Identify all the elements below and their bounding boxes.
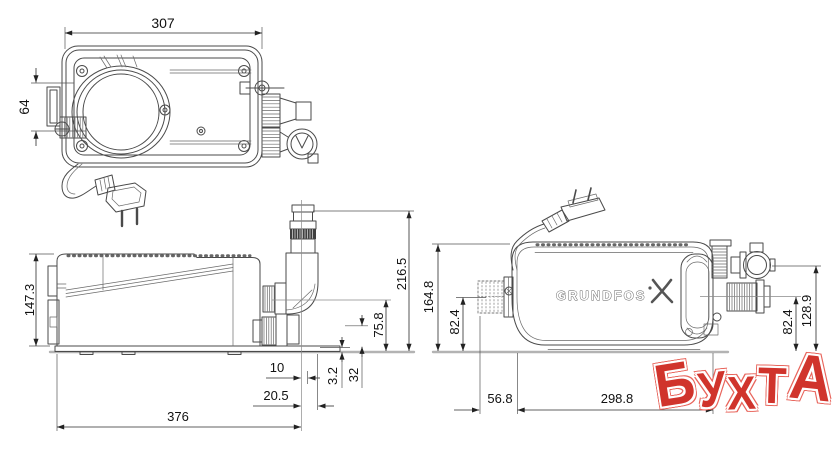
- dim-82-4-right: 82.4: [780, 309, 795, 334]
- watermark-letter: Т: [756, 356, 788, 415]
- side-view-dimensions: 147.3 216.5 75.8 3.2 32 10 20.5 376: [22, 200, 414, 431]
- discharge-connector: [261, 93, 319, 164]
- dim-164-8: 164.8: [421, 281, 436, 314]
- dim-147-3: 147.3: [22, 284, 37, 317]
- grundfos-x-mark: [650, 278, 674, 304]
- dim-376: 376: [167, 409, 189, 424]
- watermark-letter: А: [786, 339, 837, 416]
- dim-216-5: 216.5: [394, 258, 409, 291]
- watermark-letter: У: [695, 361, 729, 419]
- power-plug-front: [510, 187, 606, 271]
- dim-64: 64: [16, 99, 32, 115]
- logo-dot: [648, 286, 652, 290]
- dim-10: 10: [270, 360, 284, 375]
- grundfos-logo: GRUNDFOS: [556, 288, 646, 303]
- inlet-stub-dashed: [477, 276, 514, 318]
- top-view-device: [46, 45, 319, 228]
- front-view-device: GRUNDFOS: [431, 187, 776, 354]
- screw-holes: [76, 65, 250, 152]
- power-plug-top: [61, 163, 147, 228]
- discharge-fittings: [703, 239, 776, 336]
- watermark-letter: Х: [726, 365, 758, 420]
- top-view-dimensions: 307 64: [16, 15, 263, 146]
- dim-82-4-left: 82.4: [447, 309, 462, 334]
- dim-56-8: 56.8: [487, 391, 512, 406]
- front-view-dimensions: 164.8 82.4 82.4 128.9 56.8 298.8: [421, 243, 821, 414]
- dim-128-9: 128.9: [799, 295, 814, 328]
- watermark-letter: Б: [649, 347, 700, 421]
- inlet-connector: [46, 86, 87, 139]
- discharge-pipe: [252, 204, 319, 347]
- store-watermark: Б У Х Т А: [646, 339, 840, 453]
- dim-307: 307: [151, 15, 175, 31]
- dim-3-2: 3.2: [325, 367, 340, 385]
- side-view-device: [47, 204, 416, 355]
- dim-75-8: 75.8: [371, 312, 386, 337]
- dim-298-8: 298.8: [601, 391, 634, 406]
- pump-housing-bulge: [680, 253, 714, 339]
- dim-20-5: 20.5: [263, 388, 288, 403]
- dim-32: 32: [346, 368, 361, 382]
